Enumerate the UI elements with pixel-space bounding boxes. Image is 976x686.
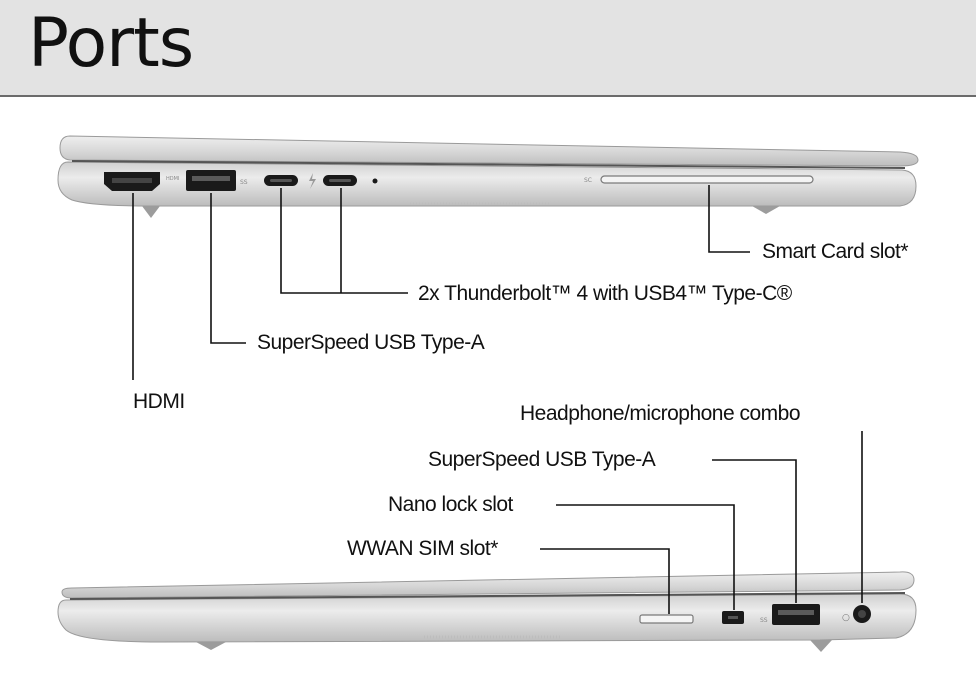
superspeed-engraving: SS [760,617,768,624]
hdmi-engraving: HDMI [166,176,179,182]
laptop-foot [196,642,226,650]
leader-nano-lock [556,504,735,610]
laptop-foot [752,206,780,214]
laptop-foot [142,206,160,218]
header-bar: Ports [0,0,976,97]
wwan-sim-slot [639,614,694,624]
laptop-base [57,593,917,643]
leader-usb-a [712,459,797,603]
label-nano-lock: Nano lock slot [388,493,513,516]
leader-lines-bottom [540,431,863,614]
laptop-foot [810,640,832,652]
laptop-base [57,161,917,207]
thunderbolt-icon [309,173,316,189]
label-thunderbolt: 2x Thunderbolt™ 4 with USB4™ Type-C® [418,282,792,305]
label-smart-card-slot: Smart Card slot* [762,240,909,263]
label-hdmi: HDMI [133,390,185,413]
smart-card-engraving: SC [584,177,592,184]
label-headphone-combo: Headphone/microphone combo [520,402,801,425]
laptop-left-side: HDMI SS SC [57,135,919,218]
superspeed-engraving: SS [240,179,248,186]
headphone-icon: ○ [842,613,850,623]
laptop-right-side: SS ○ [57,571,917,652]
page-title: Ports [28,4,194,83]
leader-usb-a [210,193,246,344]
leader-lines-top [132,185,750,380]
label-usb-a-top: SuperSpeed USB Type-A [257,331,485,354]
status-led [372,178,378,184]
smart-card-slot [600,175,814,184]
label-usb-a-bottom: SuperSpeed USB Type-A [428,448,656,471]
leader-thunderbolt [280,188,408,294]
laptop-lid [61,571,915,599]
laptop-lid [59,135,919,167]
label-wwan-sim: WWAN SIM slot* [347,537,498,560]
leader-smart-card [708,185,750,253]
leader-wwan-sim [540,548,670,614]
